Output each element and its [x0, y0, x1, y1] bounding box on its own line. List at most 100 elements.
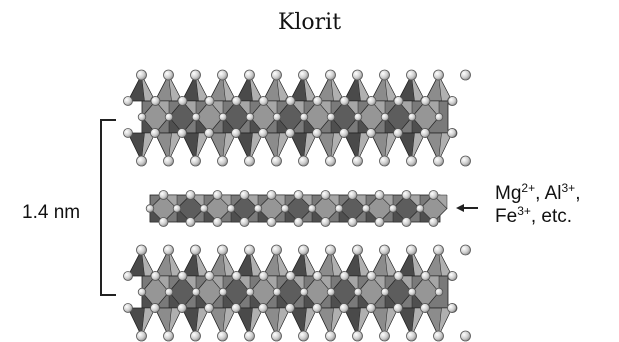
atom: [433, 69, 444, 81]
atom: [285, 303, 295, 313]
atom: [136, 69, 147, 81]
tetrahedron-face: [330, 132, 345, 162]
atom: [239, 190, 250, 200]
interlayer-ions-label-line-1: Mg2+, Al3+,: [495, 181, 580, 205]
atom: [407, 112, 417, 122]
atom: [406, 69, 417, 81]
tetrahedron-face: [438, 132, 453, 162]
atom: [339, 96, 350, 106]
atom: [137, 287, 147, 297]
octahedron-face: [262, 100, 278, 118]
upper-tot-layer: [123, 69, 471, 167]
atom: [258, 303, 268, 313]
octahedron-face: [424, 100, 440, 118]
tetrahedron-face: [303, 307, 318, 337]
atom: [177, 271, 188, 281]
atom: [312, 271, 323, 281]
atom: [325, 244, 336, 256]
tetrahedron-face: [141, 307, 156, 337]
ion-fe: Fe: [495, 206, 518, 227]
atom: [320, 190, 331, 200]
atom: [298, 155, 309, 167]
tetrahedron-face: [276, 132, 291, 162]
atom: [204, 128, 214, 138]
atom: [280, 204, 290, 213]
atom: [190, 330, 201, 342]
tetrahedron-face: [411, 132, 426, 162]
octahedron-face: [208, 275, 224, 293]
atom: [285, 96, 296, 106]
ion-fe-charge: 3+: [517, 204, 531, 218]
tetrahedron-face: [438, 307, 453, 337]
spacing-bracket: [100, 119, 116, 296]
interlayer-octahedral-sheet: [145, 190, 448, 227]
atom: [401, 217, 412, 227]
atom: [339, 303, 349, 313]
atom: [393, 96, 404, 106]
atom: [298, 244, 309, 256]
tetrahedron-face: [303, 132, 318, 162]
atom: [460, 244, 471, 256]
atom: [312, 303, 322, 313]
octahedron-face: [154, 275, 170, 293]
atom: [325, 69, 336, 81]
atom: [271, 155, 282, 167]
atom: [212, 217, 223, 227]
atom: [158, 217, 169, 227]
atom: [401, 190, 412, 200]
atom: [164, 112, 174, 122]
tetrahedron-face: [222, 132, 237, 162]
atom: [123, 128, 133, 138]
atom: [298, 69, 309, 81]
atom: [299, 112, 309, 122]
atom: [218, 287, 228, 297]
atom: [190, 69, 201, 81]
atom: [244, 155, 255, 167]
atom: [325, 330, 336, 342]
atom: [379, 330, 390, 342]
atom: [136, 155, 147, 167]
atom: [177, 303, 187, 313]
atom: [150, 128, 160, 138]
atom: [258, 128, 268, 138]
atom: [447, 271, 458, 281]
octahedron-face: [289, 100, 305, 118]
tetrahedron-face: [195, 132, 210, 162]
atom: [204, 303, 214, 313]
octahedron-face: [235, 100, 251, 118]
octahedron-face: [424, 275, 440, 293]
tetrahedron-face: [141, 132, 156, 162]
octahedron-face: [397, 100, 413, 118]
atom: [239, 217, 250, 227]
atom: [298, 330, 309, 342]
atom: [191, 287, 201, 297]
atom: [217, 69, 228, 81]
atom: [299, 287, 309, 297]
atom: [272, 287, 282, 297]
atom: [406, 330, 417, 342]
atom: [231, 96, 242, 106]
octahedron-face: [316, 100, 332, 118]
ion-etc: , etc.: [530, 206, 573, 227]
atom: [271, 330, 282, 342]
atom: [285, 271, 296, 281]
interlayer-ions-label-line-2: Fe3+, etc.: [495, 204, 573, 228]
atom: [352, 244, 363, 256]
atom: [352, 155, 363, 167]
atom: [145, 204, 155, 213]
atom: [460, 69, 471, 81]
atom: [312, 128, 322, 138]
atom: [218, 112, 228, 122]
atom: [320, 217, 331, 227]
atom: [374, 217, 385, 227]
atom: [433, 155, 444, 167]
atom: [177, 128, 187, 138]
atom: [204, 96, 215, 106]
octahedron-face: [181, 275, 197, 293]
atom: [266, 190, 277, 200]
atom: [339, 271, 350, 281]
atom: [212, 190, 223, 200]
interlayer-arrow: [456, 204, 478, 212]
atom: [244, 330, 255, 342]
octahedron-face: [397, 275, 413, 293]
